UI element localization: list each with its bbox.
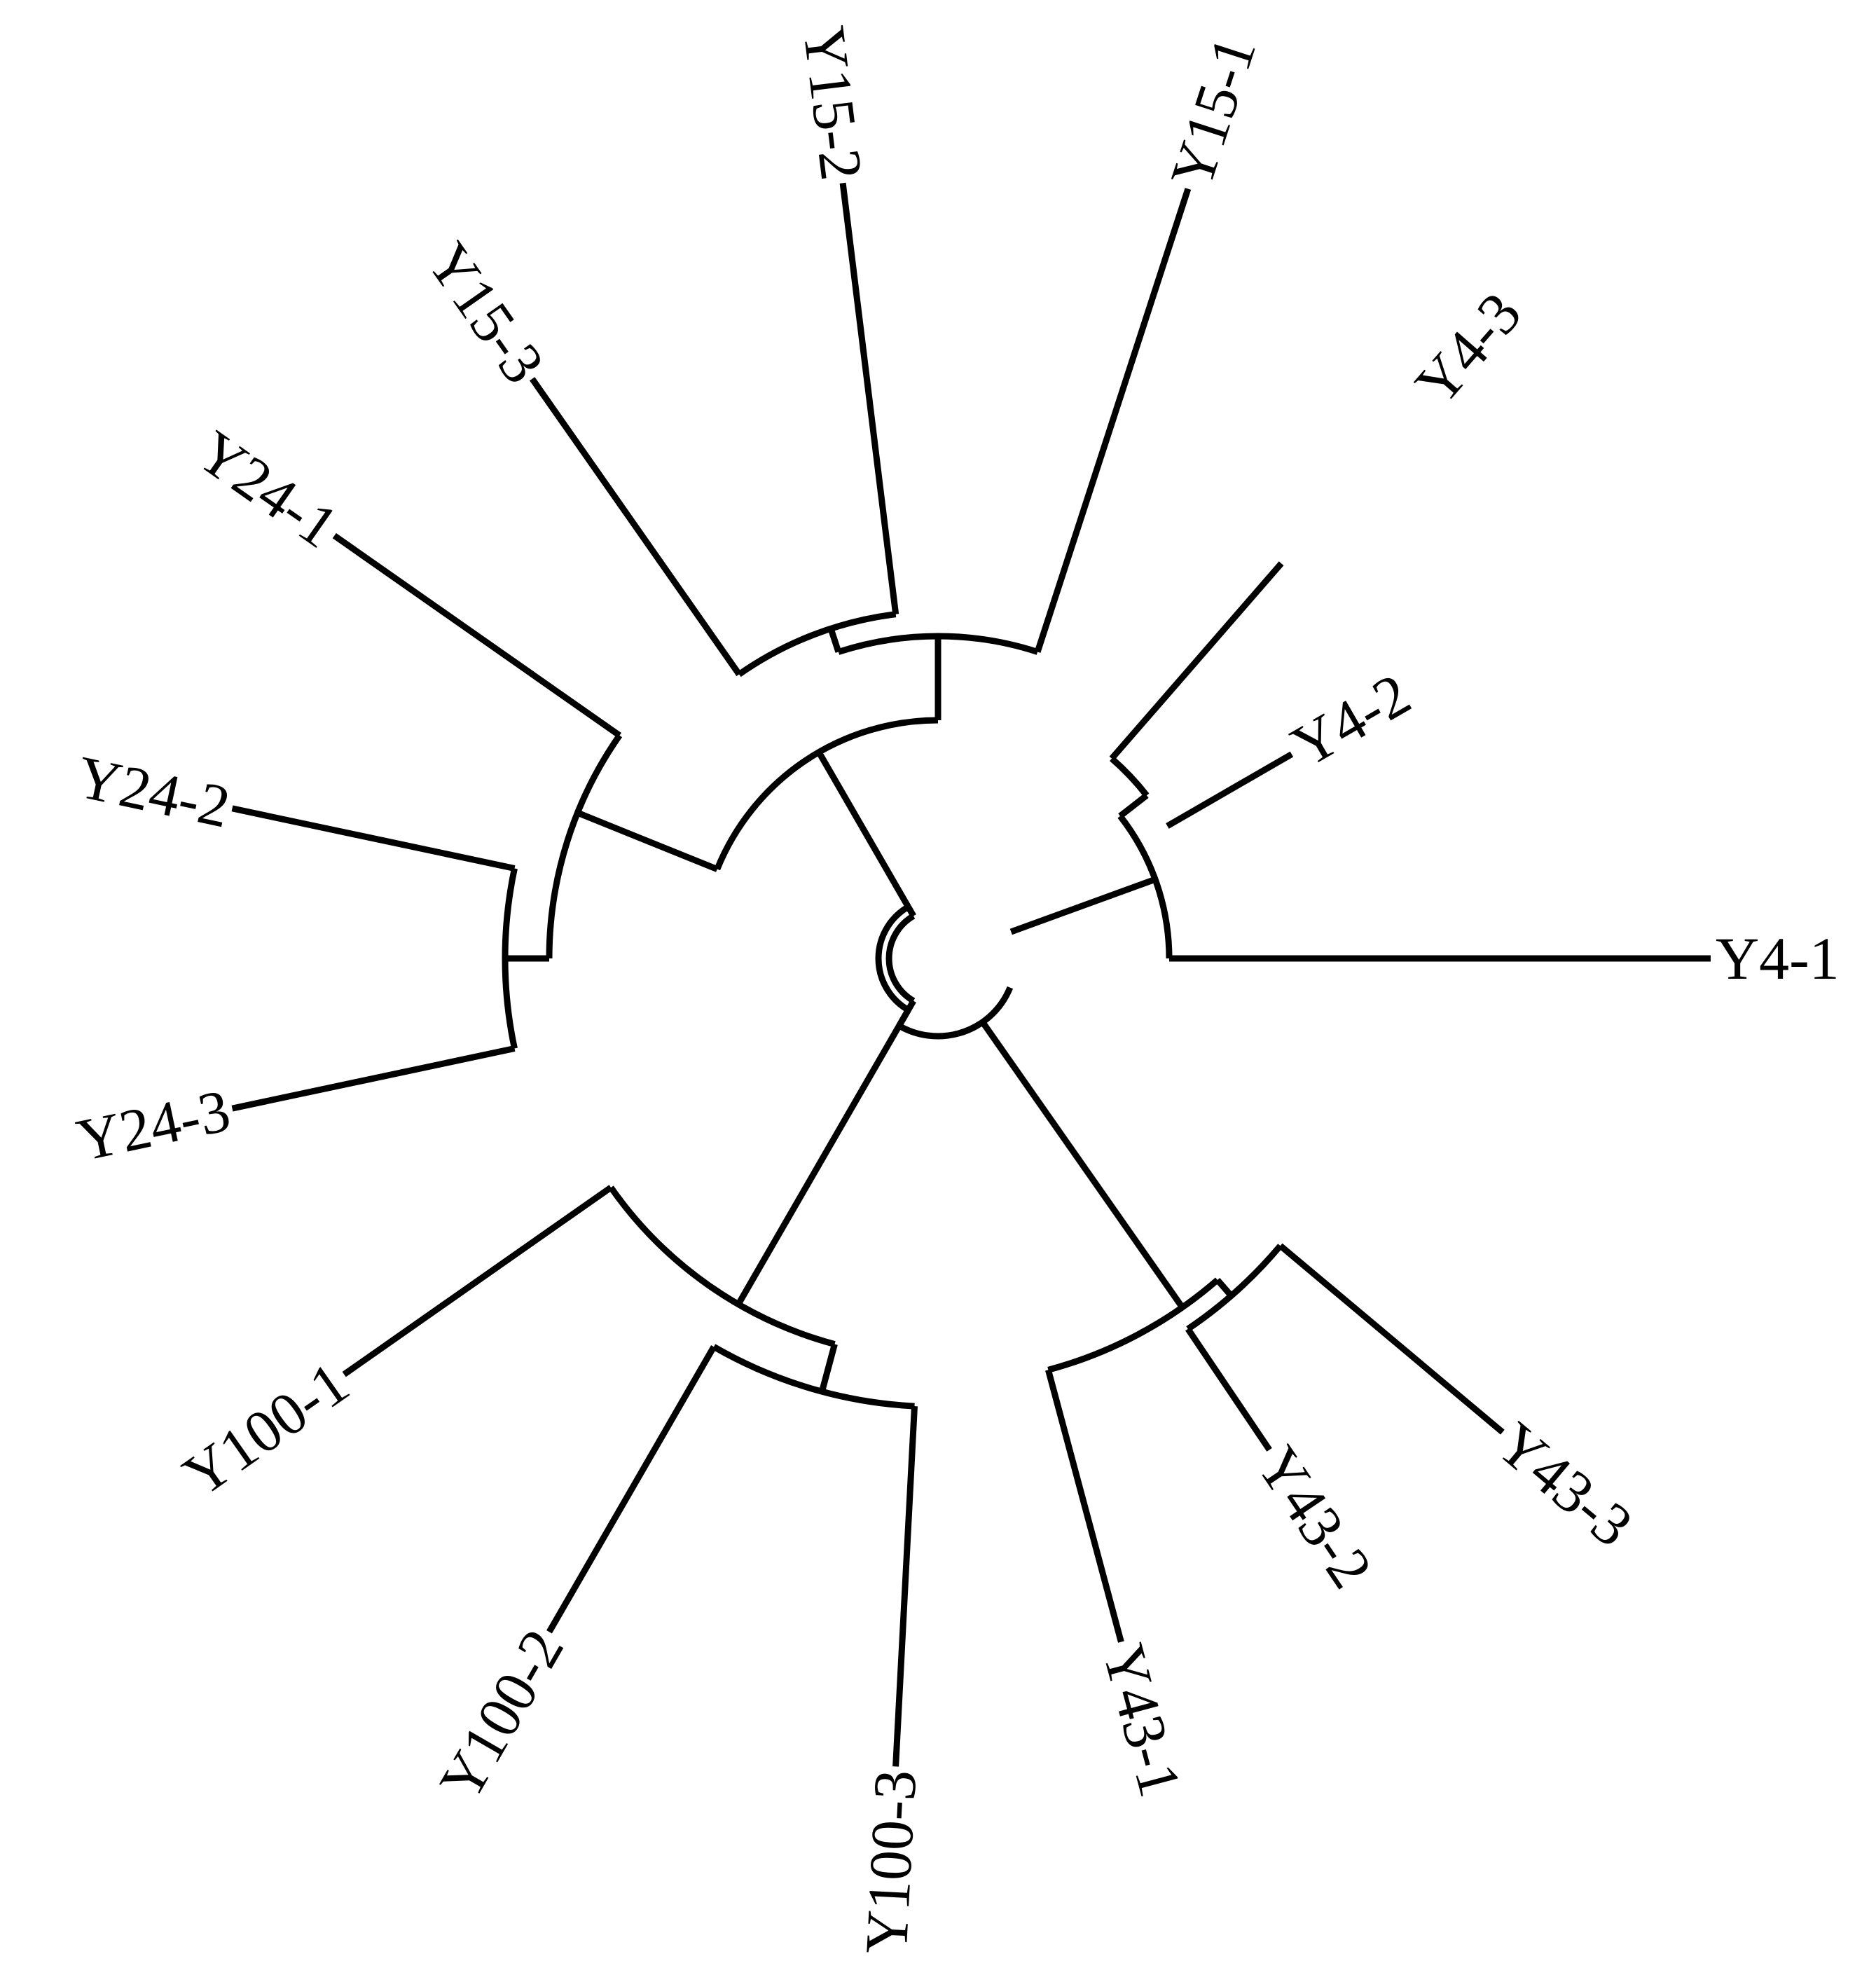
leaf-y43-3 [1278, 1243, 1347, 1302]
tip-label-y100-1: Y100-1 [171, 1349, 360, 1509]
tip-label-y43-1: Y43-1 [1090, 1637, 1195, 1803]
leaf-y15-2 [839, 182, 899, 615]
clade-b-arc [875, 904, 910, 1013]
y4-23-arc [1110, 756, 1150, 798]
leaf-y4-3-ext [1140, 561, 1284, 724]
stem-y4 [1009, 876, 1157, 935]
tip-label-y100-2: Y100-2 [427, 1618, 577, 1812]
tip-label-y4-1: Y4-1 [1716, 925, 1840, 992]
tip-label-y15-1: Y15-1 [1157, 29, 1269, 196]
y24-23-arc [502, 867, 518, 1050]
leaf-y24-2 [231, 805, 516, 872]
tree-branches [231, 182, 1711, 1767]
tip-label-y43-2: Y43-2 [1244, 1434, 1386, 1599]
clade-a-arc-upper [957, 986, 1014, 1037]
tip-label-y24-3: Y24-3 [71, 1076, 236, 1174]
stem-y15-23 [827, 627, 842, 653]
stem-y15-y24 [816, 750, 911, 909]
leaf-y100-1 [342, 1185, 613, 1377]
y24-arc [546, 734, 623, 959]
tip-label-y15-2: Y15-2 [790, 22, 876, 184]
y15-arc [837, 633, 1039, 655]
tip-label-y4-3: Y4-3 [1402, 280, 1533, 417]
leaf-y15-1 [1034, 188, 1192, 653]
leaf-y4-3 [1109, 720, 1146, 761]
leaf-y4-2 [1166, 751, 1294, 829]
y100-arc [608, 1185, 836, 1347]
y15-23-arc [737, 611, 897, 677]
y43-arc [1047, 1277, 1220, 1373]
leaf-y24-1 [332, 532, 621, 738]
leaf-y100-3 [892, 1405, 918, 1767]
stem-y43 [980, 1020, 1185, 1309]
leaf-y15-3 [530, 377, 742, 677]
tip-label-y4-2: Y4-2 [1281, 660, 1421, 780]
tip-labels: Y4-1 Y4-2 Y4-3 Y15-1 Y15-2 Y15-3 Y24-1 Y… [71, 22, 1840, 1955]
leaf-y100-2 [546, 1345, 717, 1634]
root-arc [885, 913, 916, 1004]
y100-23-arc [712, 1344, 915, 1410]
y4-arc [1117, 814, 1173, 959]
leaf-y43-3-ext [1342, 1297, 1505, 1435]
tip-label-y15-3: Y15-3 [414, 230, 558, 395]
tip-label-y24-2: Y24-2 [71, 743, 236, 841]
stem-y43-23 [1215, 1277, 1234, 1298]
tip-label-y24-1: Y24-1 [186, 418, 350, 561]
tip-label-y100-3: Y100-3 [853, 1768, 930, 1955]
leaf-y43-1 [1045, 1369, 1124, 1643]
stem-y100-23 [819, 1343, 838, 1393]
stem-y24 [576, 809, 719, 872]
clade-a-arc-lower [897, 1023, 959, 1040]
y43-23-arc [1186, 1244, 1283, 1332]
stem-y4-23 [1118, 792, 1149, 819]
stem-y100 [736, 1008, 911, 1306]
leaf-y24-3 [231, 1045, 516, 1112]
leaf-y43-2 [1185, 1327, 1272, 1452]
y15-y24-arc [714, 717, 939, 871]
tip-label-y43-3: Y43-3 [1484, 1409, 1646, 1560]
